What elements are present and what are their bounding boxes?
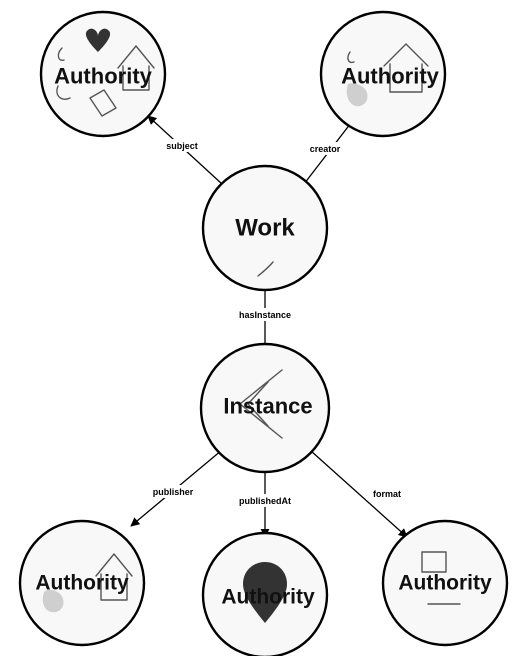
heart-icon bbox=[85, 28, 111, 52]
edge-creator: creator bbox=[303, 118, 355, 185]
node-label-authority-publisher: Authority bbox=[35, 572, 129, 595]
swirl-icon bbox=[56, 47, 71, 100]
pen-stroke-icon bbox=[257, 261, 274, 277]
swirl-icon bbox=[347, 51, 355, 64]
figure-icon bbox=[346, 83, 368, 107]
edge-publisher: publisher bbox=[130, 449, 223, 527]
edge-label-format: format bbox=[373, 489, 401, 499]
edge-format: format bbox=[310, 450, 408, 538]
edge-label-published-at: publishedAt bbox=[239, 496, 291, 506]
tag-icon bbox=[89, 89, 117, 117]
arrow-left-icon bbox=[239, 369, 283, 439]
edge-published-at: publishedAt bbox=[231, 464, 299, 538]
node-work[interactable]: Work bbox=[201, 164, 329, 292]
house-icon bbox=[117, 45, 155, 91]
node-authority-published-at[interactable]: Authority bbox=[201, 531, 329, 656]
node-label-instance: Instance bbox=[223, 394, 312, 419]
house-icon bbox=[95, 553, 133, 601]
document-icon bbox=[421, 551, 461, 605]
node-authority-subject[interactable]: Authority bbox=[39, 10, 167, 138]
node-label-authority-published-at: Authority bbox=[221, 586, 315, 609]
edge-label-publisher: publisher bbox=[153, 487, 194, 497]
edge-label-has-instance: hasInstance bbox=[239, 310, 291, 320]
house-icon bbox=[383, 43, 429, 93]
node-instance[interactable]: Instance bbox=[199, 342, 331, 474]
edge-label-creator: creator bbox=[310, 144, 341, 154]
edge-subject: subject bbox=[147, 115, 223, 185]
node-authority-format[interactable]: Authority bbox=[381, 519, 509, 647]
node-label-authority-creator: Authority bbox=[341, 64, 440, 89]
figure-icon bbox=[42, 589, 64, 613]
edge-has-instance: hasInstance bbox=[226, 288, 304, 353]
node-authority-creator[interactable]: Authority bbox=[319, 10, 447, 138]
node-authority-publisher[interactable]: Authority bbox=[18, 519, 146, 647]
node-label-work: Work bbox=[235, 215, 295, 242]
map-pin-icon bbox=[243, 562, 287, 623]
edge-label-subject: subject bbox=[166, 141, 198, 151]
node-label-authority-subject: Authority bbox=[54, 64, 153, 89]
node-label-authority-format: Authority bbox=[398, 572, 492, 595]
